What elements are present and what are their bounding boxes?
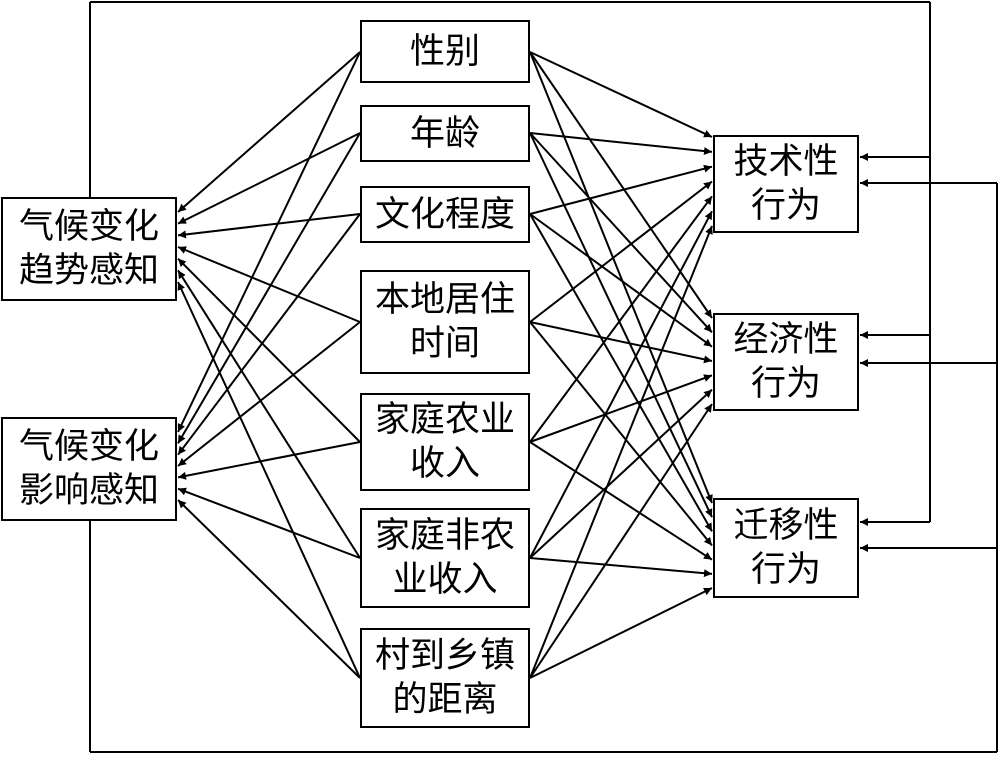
node-gender: 性别: [360, 20, 530, 83]
node-agri-income: 家庭农业 收入: [360, 393, 530, 491]
arrow-education-to-trend: [177, 213, 361, 239]
trend-perception-line1: 气候变化: [18, 207, 159, 247]
arrow-education-to-migr: [529, 213, 713, 532]
arrow-residence-to-migr: [529, 321, 713, 547]
node-education: 文化程度: [360, 186, 530, 243]
arrow-agri-income-to-migr: [529, 441, 713, 561]
node-distance: 村到乡镇 的距离: [360, 628, 530, 728]
arrow-education-to-econ: [529, 213, 713, 348]
node-migr-behavior: 迁移性 行为: [713, 498, 859, 598]
residence-time-line1: 本地居住: [374, 280, 515, 320]
gender-label: 性别: [409, 31, 480, 72]
node-nonagri-income: 家庭非农 业收入: [360, 508, 530, 608]
arrow-nonagri-income-to-tech: [529, 210, 713, 559]
arrow-residence-to-tech: [529, 180, 713, 323]
node-tech-behavior: 技术性 行为: [713, 135, 859, 233]
agri-income-line2: 收入: [409, 444, 480, 484]
age-label: 年龄: [409, 113, 480, 154]
arrow-distance-to-trend: [177, 281, 361, 679]
trend-perception-line2: 趋势感知: [18, 251, 159, 291]
nonagri-income-line2: 业收入: [392, 560, 498, 600]
node-impact-perception: 气候变化 影响感知: [1, 417, 177, 521]
migr-behavior-line1: 迁移性: [733, 506, 839, 546]
node-trend-perception: 气候变化 趋势感知: [1, 197, 177, 301]
arrow-residence-to-impact: [177, 321, 361, 467]
arrow-education-to-impact: [177, 213, 361, 456]
arrow-age-to-impact: [177, 132, 361, 444]
education-label: 文化程度: [374, 194, 515, 235]
tech-behavior-line1: 技术性: [733, 142, 839, 182]
arrow-distance-to-econ: [529, 403, 713, 679]
impact-perception-line1: 气候变化: [18, 427, 159, 467]
arrow-residence-to-econ: [529, 321, 713, 364]
arrow-agri-income-to-trend: [177, 257, 361, 443]
arrow-distance-to-impact: [177, 499, 361, 679]
node-econ-behavior: 经济性 行为: [713, 313, 859, 411]
arrow-agri-income-to-tech: [529, 195, 713, 443]
tech-behavior-line2: 行为: [750, 186, 821, 226]
arrow-education-to-tech: [529, 164, 713, 215]
arrow-age-to-migr: [529, 132, 713, 518]
arrow-gender-to-migr: [529, 51, 713, 504]
nonagri-income-line1: 家庭非农: [374, 516, 515, 556]
arrow-agri-income-to-impact: [177, 441, 361, 480]
arrow-distance-to-tech: [529, 225, 713, 679]
econ-behavior-line1: 经济性: [733, 320, 839, 360]
arrow-age-to-tech: [529, 132, 713, 155]
agri-income-line1: 家庭农业: [374, 400, 515, 440]
arrow-gender-to-tech: [529, 51, 713, 138]
arrow-nonagri-income-to-econ: [529, 388, 713, 559]
migr-behavior-line2: 行为: [750, 550, 821, 590]
residence-time-line2: 时间: [409, 324, 480, 364]
arrow-gender-to-impact: [177, 51, 361, 433]
arrow-gender-to-trend: [177, 51, 361, 213]
arrow-residence-to-trend: [177, 246, 361, 323]
arrow-age-to-trend: [177, 132, 361, 225]
arrow-nonagri-income-to-trend: [177, 269, 361, 559]
node-age: 年龄: [360, 105, 530, 162]
econ-behavior-line2: 行为: [750, 364, 821, 404]
node-residence-time: 本地居住 时间: [360, 270, 530, 374]
distance-line1: 村到乡镇: [374, 636, 515, 676]
arrow-agri-income-to-econ: [529, 374, 713, 443]
distance-line2: 的距离: [392, 680, 498, 720]
impact-perception-line2: 影响感知: [18, 471, 159, 511]
arrow-gender-to-econ: [529, 51, 713, 319]
arrow-nonagri-income-to-impact: [177, 487, 361, 559]
arrow-nonagri-income-to-migr: [529, 557, 713, 578]
arrow-distance-to-migr: [529, 587, 713, 679]
